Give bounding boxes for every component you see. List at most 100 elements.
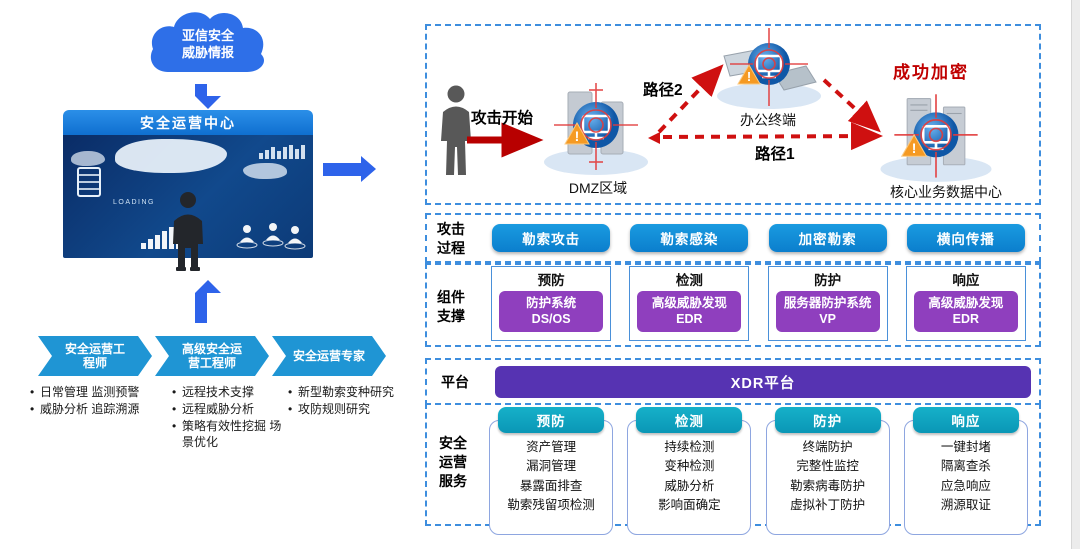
- path2-label: 路径2: [643, 82, 683, 99]
- warning-icon: !: [564, 121, 590, 145]
- list-item: 变种检测: [664, 459, 715, 474]
- list-item: 持续检测: [664, 440, 715, 454]
- warning-icon: !: [737, 64, 761, 85]
- role-chevron-expert: 安全运营专家: [272, 336, 386, 376]
- soc-dashboard-image: LOADING: [63, 135, 313, 271]
- right-arrow-icon: [323, 156, 376, 182]
- expert-duties: 新型勒索变种研究 攻防规则研究: [286, 384, 394, 451]
- attacker-icon: [441, 85, 471, 175]
- encryption-success-label: 成功加密: [893, 63, 969, 82]
- svg-text:!: !: [747, 69, 751, 84]
- component-card-response: 响应 高级威胁发现 EDR: [905, 266, 1026, 341]
- attack-process-label: 攻击 过程: [437, 221, 465, 256]
- stage-ransom-attack: 勒索攻击: [492, 224, 611, 252]
- service-item-list: 一键封堵 隔离查杀 应急响应 溯源取证: [903, 420, 1028, 535]
- list-item: 远程技术支撑: [170, 384, 286, 401]
- senior-engineer-duties: 远程技术支撑 远程威胁分析 策略有效性挖掘 场景优化: [170, 384, 286, 451]
- component-support-box: 组件 支撑 预防 防护系统 DS/OS 检测 高级威胁发现 EDR 防护 服务器…: [425, 263, 1041, 347]
- service-column-response: 响应 一键封堵 隔离查杀 应急响应 溯源取证: [903, 407, 1028, 535]
- attack-path-arrows: [467, 64, 883, 158]
- cloud-icon: [150, 12, 265, 72]
- attack-start-label: 攻击开始: [471, 110, 534, 127]
- analyst-silhouette: [173, 192, 203, 271]
- crosshair-icon: [730, 28, 808, 106]
- list-item: 暴露面排查: [519, 478, 583, 493]
- attack-scenario-box: 攻击开始 路径2 路径1 成功加密 ! DMZ区域: [425, 24, 1041, 205]
- world-map-shape: [115, 139, 227, 173]
- list-item: 威胁分析: [664, 478, 715, 493]
- security-operation-services-box: 安全 运营 服务 预防 资产管理 漏洞管理 暴露面排查 勒索残留项检测 检测 持…: [425, 403, 1041, 535]
- list-item: 虚拟补丁防护: [790, 498, 866, 513]
- path1-label: 路径1: [755, 146, 795, 163]
- list-item: 完整性监控: [796, 459, 859, 474]
- world-map-shape: [243, 163, 287, 179]
- service-item-list: 资产管理 漏洞管理 暴露面排查 勒索残留项检测: [489, 420, 614, 535]
- document-icon: [77, 167, 101, 197]
- list-item: 资产管理: [526, 440, 577, 454]
- list-item: 终端防护: [802, 440, 853, 454]
- role-chevron-engineer: 安全运营工 程师: [38, 336, 152, 376]
- list-item: 应急响应: [940, 478, 991, 493]
- list-item: 日常管理 监测预警: [28, 384, 170, 401]
- loading-text: LOADING: [113, 199, 156, 206]
- list-item: 勒索残留项检测: [507, 498, 595, 513]
- svg-text:!: !: [575, 128, 580, 144]
- stage-encryption-extortion: 加密勒索: [768, 224, 887, 252]
- service-column-prevention: 预防 资产管理 漏洞管理 暴露面排查 勒索残留项检测: [489, 407, 614, 535]
- services-label: 安全 运营 服务: [439, 435, 467, 489]
- crosshair-icon: [894, 94, 978, 178]
- role-chevron-senior-engineer: 高级安全运 营工程师: [155, 336, 269, 376]
- service-header: 防护: [774, 407, 881, 433]
- service-header: 预防: [498, 407, 605, 433]
- component-support-label: 组件 支撑: [437, 289, 465, 324]
- product-badge: 服务器防护系统 VP: [775, 291, 880, 332]
- datacenter-label: 核心业务数据中心: [890, 184, 1002, 200]
- list-item: 威胁分析 追踪溯源: [28, 401, 170, 418]
- security-operations-center: 安全运营中心 LOADING: [63, 110, 313, 271]
- datacenter-icon: !: [880, 94, 992, 182]
- list-item: 影响面确定: [658, 498, 721, 513]
- platform-label: 平台: [441, 374, 469, 390]
- list-item: 隔离查杀: [940, 459, 991, 474]
- list-item: 新型勒索变种研究: [286, 384, 394, 401]
- list-item: 漏洞管理: [526, 459, 577, 474]
- list-item: 策略有效性挖掘 场景优化: [170, 418, 286, 452]
- service-column-protection: 防护 终端防护 完整性监控 勒索病毒防护 虚拟补丁防护: [765, 407, 890, 535]
- attack-process-box: 攻击 过程 勒索攻击 勒索感染 加密勒索 横向传播: [425, 213, 1041, 263]
- list-item: 勒索病毒防护: [790, 478, 866, 493]
- dmz-server-icon: !: [544, 83, 648, 175]
- service-column-detection: 检测 持续检测 变种检测 威胁分析 影响面确定: [627, 407, 752, 535]
- list-item: 一键封堵: [940, 440, 991, 454]
- stage-lateral-movement: 横向传播: [906, 224, 1025, 252]
- crosshair-icon: [554, 83, 638, 170]
- junction-arrowhead: [648, 132, 660, 144]
- soc-title: 安全运营中心: [63, 110, 313, 135]
- product-badge: 高级威胁发现 EDR: [637, 291, 742, 332]
- dmz-label: DMZ区域: [568, 180, 628, 196]
- list-item: 远程威胁分析: [170, 401, 286, 418]
- svg-text:!: !: [912, 140, 917, 156]
- component-card-detection: 检测 高级威胁发现 EDR: [629, 266, 750, 341]
- role-bullet-lists: 日常管理 监测预警 威胁分析 追踪溯源 远程技术支撑 远程威胁分析 策略有效性挖…: [28, 384, 394, 451]
- stage-ransom-infection: 勒索感染: [630, 224, 749, 252]
- user-group-icons: [236, 223, 306, 250]
- component-card-prevention: 预防 防护系统 DS/OS: [491, 266, 612, 341]
- engineer-duties: 日常管理 监测预警 威胁分析 追踪溯源: [28, 384, 170, 451]
- xdr-platform-bar: XDR平台: [495, 366, 1031, 398]
- component-card-protection: 防护 服务器防护系统 VP: [767, 266, 888, 341]
- service-item-list: 持续检测 变种检测 威胁分析 影响面确定: [627, 420, 752, 535]
- window-edge: [1071, 0, 1080, 549]
- service-header: 检测: [636, 407, 743, 433]
- threat-intel-cloud: 亚信安全 威胁情报: [146, 6, 270, 88]
- bar-chart-icon: [259, 145, 305, 159]
- office-terminal-label: 办公终端: [740, 112, 796, 128]
- world-map-shape: [71, 151, 105, 166]
- office-terminal-icon: !: [717, 28, 821, 109]
- cloud-label: 亚信安全 威胁情报: [181, 28, 234, 60]
- platform-box: 平台 XDR平台: [425, 358, 1041, 406]
- list-item: 溯源取证: [940, 498, 991, 513]
- list-item: 攻防规则研究: [286, 401, 394, 418]
- service-header: 响应: [912, 407, 1019, 433]
- role-chevrons: 安全运营工 程师 高级安全运 营工程师 安全运营专家: [38, 336, 386, 376]
- product-badge: 防护系统 DS/OS: [499, 291, 604, 332]
